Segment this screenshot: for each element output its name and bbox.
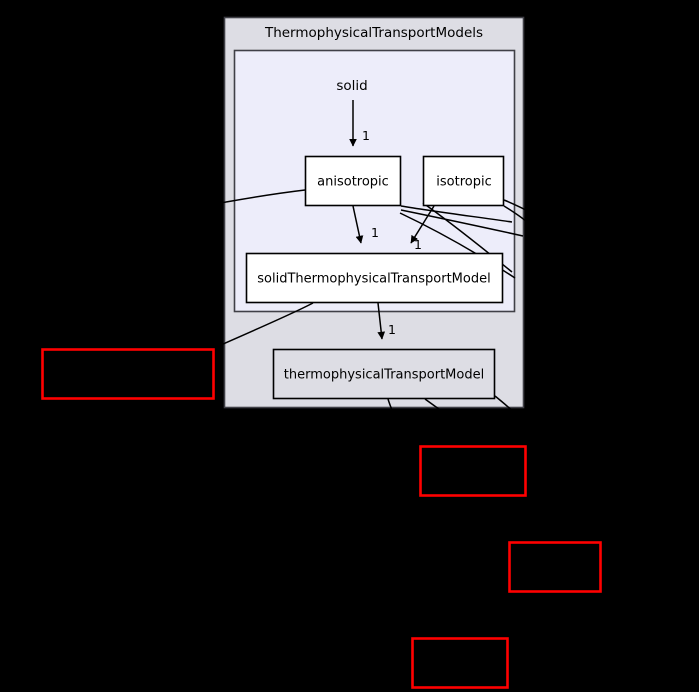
edge-solid-anisotropic: 1 — [349, 100, 370, 147]
edge-line — [377, 302, 386, 340]
edge-solidtm-to-left-hidden — [213, 302, 314, 349]
node-hidden-1[interactable] — [41, 348, 215, 400]
edge-solidtm-tm: 1 — [377, 302, 396, 340]
node-hidden-2[interactable] — [419, 445, 527, 497]
node-label: solidThermophysicalTransportModel — [257, 272, 490, 287]
node-label: isotropic — [436, 175, 491, 190]
node-rect[interactable] — [245, 252, 504, 304]
edge-label: 1 — [388, 322, 396, 337]
node-label: thermophysicalTransportModel — [284, 368, 484, 383]
edge-anisotropic-to-left-hidden — [225, 189, 306, 203]
node-rect[interactable] — [41, 348, 215, 400]
edge-label: 1 — [371, 225, 379, 240]
edge-line — [410, 205, 435, 244]
node-isotropic[interactable]: isotropic — [422, 155, 505, 207]
edge-right-bundle-2 — [400, 209, 524, 237]
cluster-inner-label: solid — [336, 78, 367, 94]
node-rect[interactable] — [422, 155, 505, 207]
node-rect[interactable] — [272, 348, 496, 400]
node-label: anisotropic — [317, 175, 389, 190]
node-thermophysicaltransportmodel[interactable]: thermophysicalTransportModel — [272, 348, 496, 400]
edge-tm-to-hidden-2 — [387, 398, 405, 438]
edge-line — [352, 205, 364, 244]
node-solidthermophysicaltransportmodel[interactable]: solidThermophysicalTransportModel — [245, 252, 504, 304]
edge-label: 1 — [414, 237, 422, 252]
edge-anisotropic-solidtm: 1 — [352, 205, 379, 244]
edge-tm-to-hidden-4 — [494, 395, 524, 421]
edge-right-bundle-4 — [503, 199, 531, 213]
edge-right-bundle-1 — [400, 205, 513, 223]
node-rect[interactable] — [304, 155, 402, 207]
node-anisotropic[interactable]: anisotropic — [304, 155, 402, 207]
edge-anisotropic-to-left-hidden-tail — [142, 201, 227, 218]
edge-isotropic-solidtm: 1 — [410, 205, 435, 252]
node-rect[interactable] — [419, 445, 527, 497]
edge-right-bundle-3 — [503, 205, 528, 223]
node-rect[interactable] — [411, 637, 509, 689]
cluster-outer-label: ThermophysicalTransportModels — [264, 25, 483, 41]
edge-tm-to-hidden-3 — [424, 398, 471, 433]
node-rect[interactable] — [508, 541, 602, 593]
edge-label: 1 — [362, 128, 370, 143]
node-hidden-3[interactable] — [508, 541, 602, 593]
node-hidden-4[interactable] — [411, 637, 509, 689]
